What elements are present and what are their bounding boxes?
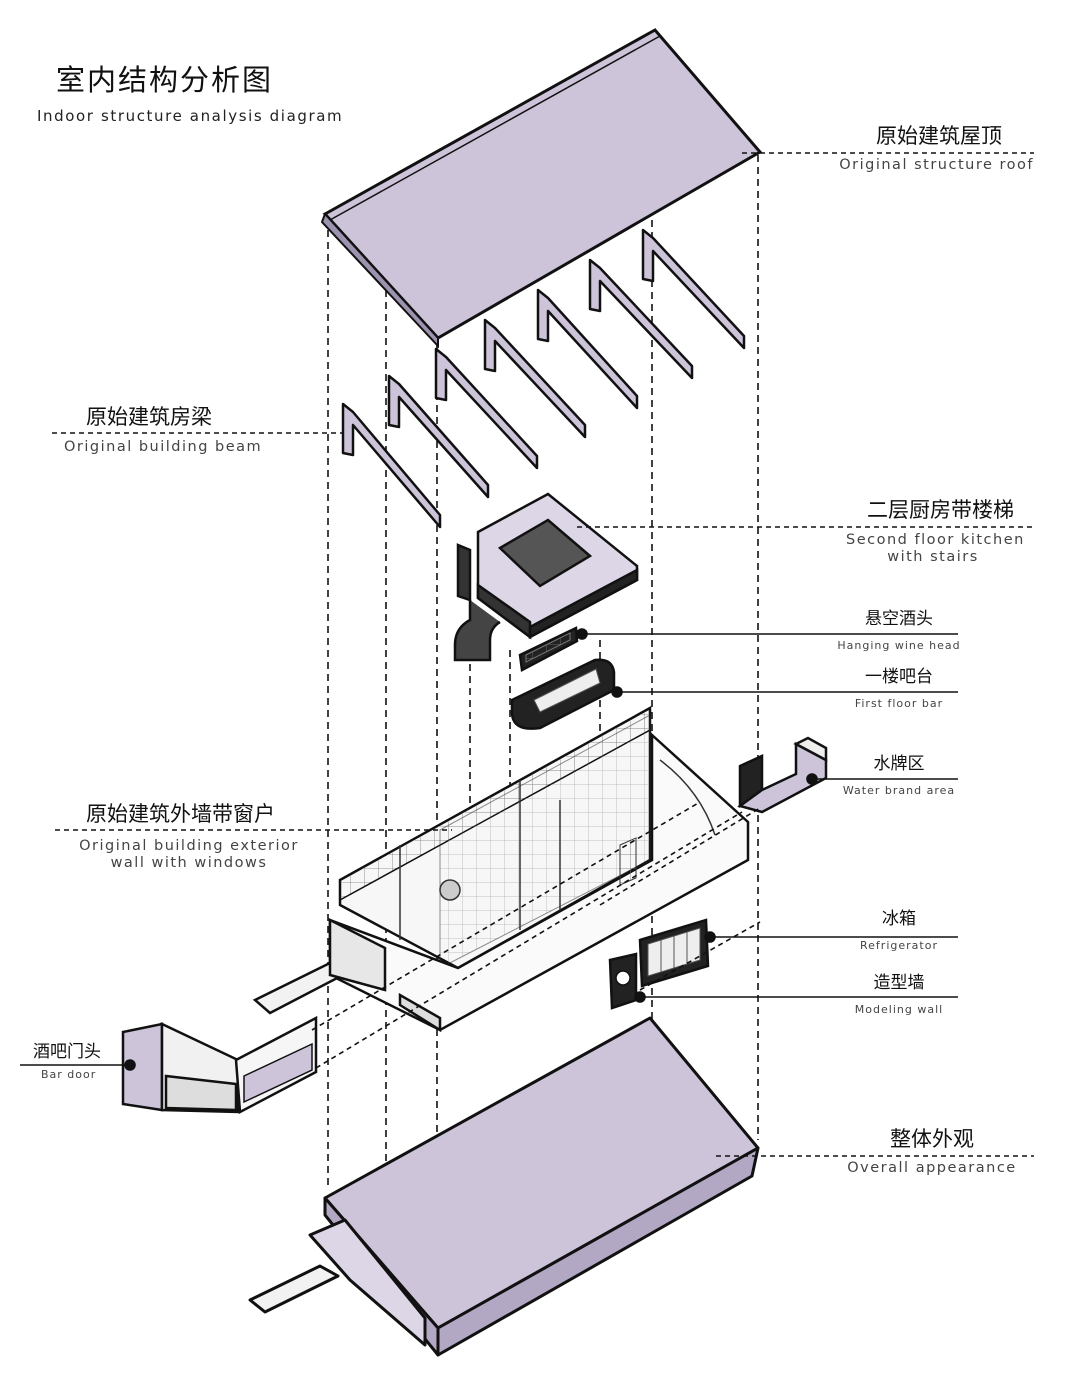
label-winehead-zh: 悬空酒头: [865, 609, 933, 629]
label-modelwall-en: Modeling wall: [854, 1003, 944, 1016]
original-roof: [320, 28, 763, 349]
original-beams: [341, 228, 746, 529]
page-subtitle: Indoor structure analysis diagram: [37, 107, 344, 125]
label-bar-en: First floor bar: [854, 697, 944, 710]
page-title: 室内结构分析图: [56, 63, 274, 97]
exterior-wall-module: [252, 705, 750, 1033]
label-beam-en: Original building beam: [64, 439, 263, 455]
label-kitchen-en1: Second floor kitchen: [846, 532, 1025, 548]
label-wall-en1: Original building exterior: [79, 838, 299, 854]
solid-leaders: [20, 628, 958, 1071]
bar-counter-module: [510, 658, 616, 730]
label-bardoor-en: Bar door: [41, 1068, 97, 1081]
label-bar-zh: 一楼吧台: [865, 667, 933, 687]
wine-head-module: [518, 626, 579, 672]
label-fridge-zh: 冰箱: [882, 909, 916, 929]
label-waterbrand-zh: 水牌区: [873, 754, 925, 774]
label-bardoor-zh: 酒吧门头: [33, 1042, 101, 1062]
label-waterbrand-en: Water brand area: [842, 784, 956, 797]
label-winehead-en: Hanging wine head: [837, 639, 961, 652]
overall-appearance: [248, 1016, 760, 1357]
water-brand-module: [737, 736, 828, 814]
modeling-wall-module: [608, 952, 638, 1010]
leader-lines: [52, 152, 1034, 1157]
refrigerator-module: [638, 918, 710, 988]
label-overall-en: Overall appearance: [847, 1160, 1017, 1176]
label-roof-zh: 原始建筑屋顶: [876, 124, 1002, 148]
label-kitchen-en2: with stairs: [887, 549, 979, 565]
label-modelwall-zh: 造型墙: [873, 973, 925, 993]
label-wall-zh: 原始建筑外墙带窗户: [86, 802, 275, 826]
label-fridge-en: Refrigerator: [860, 939, 938, 952]
kitchen-module: [453, 492, 639, 662]
label-overall-zh: 整体外观: [890, 1127, 974, 1151]
bar-door-module: [121, 1015, 318, 1114]
label-kitchen-zh: 二层厨房带楼梯: [867, 498, 1014, 522]
label-roof-en: Original structure roof: [839, 157, 1034, 173]
label-wall-en2: wall with windows: [110, 855, 268, 871]
label-beam-zh: 原始建筑房梁: [86, 405, 212, 429]
